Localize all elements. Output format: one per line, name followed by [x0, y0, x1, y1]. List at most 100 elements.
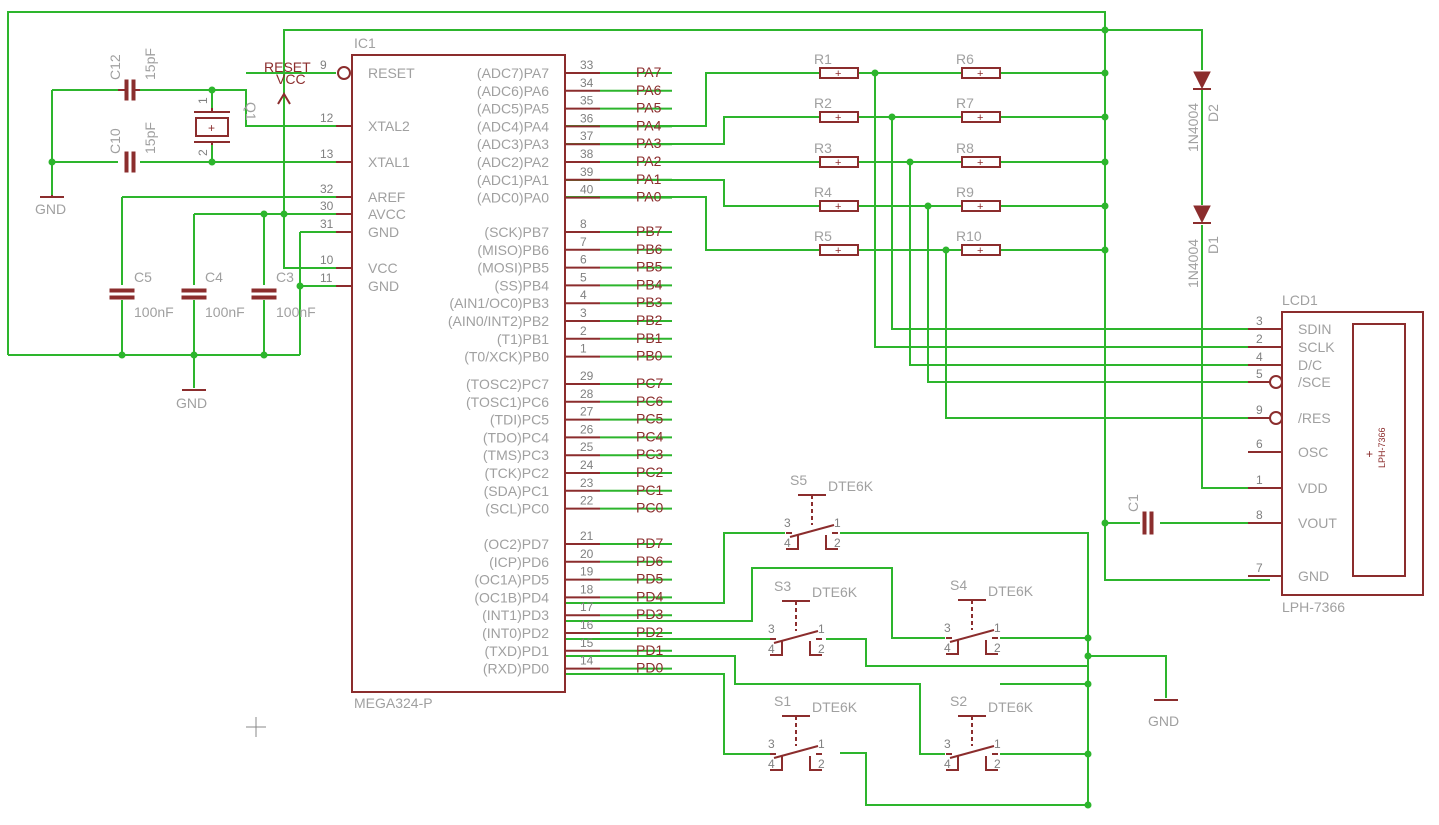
svg-text:+: +	[977, 112, 983, 124]
switch-pin3: 3	[944, 621, 951, 635]
lcd1-pin-label: OSC	[1298, 444, 1328, 460]
c12-name: C12	[107, 54, 123, 80]
ic1-right-pin-label: (SCL)PC0	[485, 501, 549, 517]
ic1-right-pin-label: (T0/XCK)PB0	[464, 349, 549, 365]
switch-value: DTE6K	[812, 699, 858, 715]
lcd1-inner-label: LPH-7366	[1377, 427, 1387, 468]
resistor-name: R10	[956, 228, 982, 244]
ic1-net-label: PA6	[636, 82, 662, 98]
switch-pin4: 4	[784, 536, 791, 550]
c10-value: 15pF	[142, 122, 158, 154]
ic1-right-pin-number: 34	[580, 76, 594, 90]
switch-pin3: 3	[784, 516, 791, 530]
lcd1-pin-label: VDD	[1298, 480, 1328, 496]
ic1-net-label: PD0	[636, 660, 663, 676]
ic1-net-label: PD4	[636, 588, 663, 604]
switch-name: S1	[774, 693, 791, 709]
ic1-right-pin-label: (TDO)PC4	[483, 429, 549, 445]
crystal-q1: + Q1 1 2	[194, 97, 259, 156]
lcd1-pin-label: SCLK	[1298, 339, 1335, 355]
c4-name: C4	[205, 269, 223, 285]
ic1-right-pin-label: (INT1)PD3	[482, 607, 549, 623]
ic1-right-pin-number: 2	[580, 324, 587, 338]
ic1-net-label: PD2	[636, 624, 663, 640]
ic1-right-pin-label: (ADC6)PA6	[477, 83, 549, 99]
ic1-right-pin-label: (TOSC1)PC6	[466, 394, 549, 410]
ic1-right-pin-number: 20	[580, 547, 594, 561]
c3-name: C3	[276, 269, 294, 285]
vcc-arrow	[277, 92, 291, 105]
ic1-right-pin-label: (TMS)PC3	[483, 447, 549, 463]
resistor-name: R2	[814, 95, 832, 111]
ic1-right-pin-label: (AIN1/OC0)PB3	[449, 295, 549, 311]
ic1-right-pin-number: 17	[580, 600, 594, 614]
switch-pin2: 2	[818, 757, 825, 771]
resistor-name: R6	[956, 51, 974, 67]
ic1-net-label: PB2	[636, 312, 663, 328]
svg-text:+: +	[208, 121, 215, 135]
lcd1-pin-number: 3	[1256, 314, 1263, 328]
q1-name: Q1	[243, 102, 259, 121]
d1-name: D1	[1205, 236, 1221, 254]
ic1-right-pin-number: 16	[580, 618, 594, 632]
q1-pin2: 2	[196, 149, 210, 156]
ic1-right-pin-label: (ADC4)PA4	[477, 118, 549, 134]
lcd1-pin-number: 7	[1256, 561, 1263, 575]
ic1-net-label: PB0	[636, 348, 663, 364]
switch-pin3: 3	[768, 622, 775, 636]
ic1-right-pin-label: (OC2)PD7	[484, 536, 550, 552]
ic1-net-label: PA7	[636, 64, 662, 80]
ic1-right-pin-label: (TXD)PD1	[484, 643, 549, 659]
resistor-r8: +R8	[956, 140, 1001, 169]
resistor-r5: +R5	[814, 228, 859, 257]
ic1-left-pin-number: 32	[320, 182, 334, 196]
ic1-right-pin-label: (OC1A)PD5	[474, 572, 549, 588]
c1-name: C1	[1125, 494, 1141, 512]
ic1-net-label: PD5	[636, 571, 663, 587]
ic1-right-pin-number: 21	[580, 529, 594, 543]
ic1-right-pin-label: (INT0)PD2	[482, 625, 549, 641]
lcd1-pin-label: /RES	[1298, 410, 1331, 426]
reset-net-label: RESET	[264, 59, 311, 75]
ic1-right-pin-label: (T1)PB1	[497, 331, 549, 347]
lcd1-pin-label: /SCE	[1298, 374, 1331, 390]
resistor-name: R5	[814, 228, 832, 244]
switch-value: DTE6K	[988, 699, 1034, 715]
ic1-right-pin-number: 24	[580, 458, 594, 472]
ic1-left-pin-number: 9	[320, 58, 327, 72]
ic1-right-pin-number: 40	[580, 183, 594, 197]
svg-text:+: +	[1366, 447, 1373, 461]
ic1-net-label: PA0	[636, 189, 662, 205]
switch-pin4: 4	[768, 642, 775, 656]
ic1-net-label: PB6	[636, 241, 663, 257]
ic1-left-pin-label: RESET	[368, 65, 415, 81]
resistor-name: R1	[814, 51, 832, 67]
resistor-r4: +R4	[814, 184, 859, 213]
ic1-left-pin-label: XTAL1	[368, 154, 410, 170]
lcd1-pin-label: VOUT	[1298, 515, 1337, 531]
d2-name: D2	[1205, 104, 1221, 122]
ic1-right-pin-number: 39	[580, 165, 594, 179]
switch-name: S2	[950, 693, 967, 709]
ic1-right-pin-number: 26	[580, 422, 594, 436]
switch-name: S3	[774, 578, 791, 594]
svg-text:+: +	[835, 157, 841, 169]
switch-pin1: 1	[834, 516, 841, 530]
ic1-left-pin-number: 31	[320, 217, 334, 231]
d2-value: 1N4004	[1185, 103, 1201, 152]
c5-value: 100nF	[134, 304, 174, 320]
c5-name: C5	[134, 269, 152, 285]
ic1-net-label: PB5	[636, 259, 663, 275]
ic1-right-pin-label: (SDA)PC1	[484, 483, 550, 499]
cursor-crosshair-icon	[246, 717, 266, 737]
gnd-symbol-left: GND	[35, 195, 66, 217]
ic1-right-pin-label: (ADC0)PA0	[477, 190, 549, 206]
lcd1-pin-number: 8	[1256, 508, 1263, 522]
ic1-net-label: PA4	[636, 117, 662, 133]
ic1-right-pin-number: 22	[580, 494, 594, 508]
ic1-net-label: PB1	[636, 330, 663, 346]
svg-text:+: +	[977, 68, 983, 80]
